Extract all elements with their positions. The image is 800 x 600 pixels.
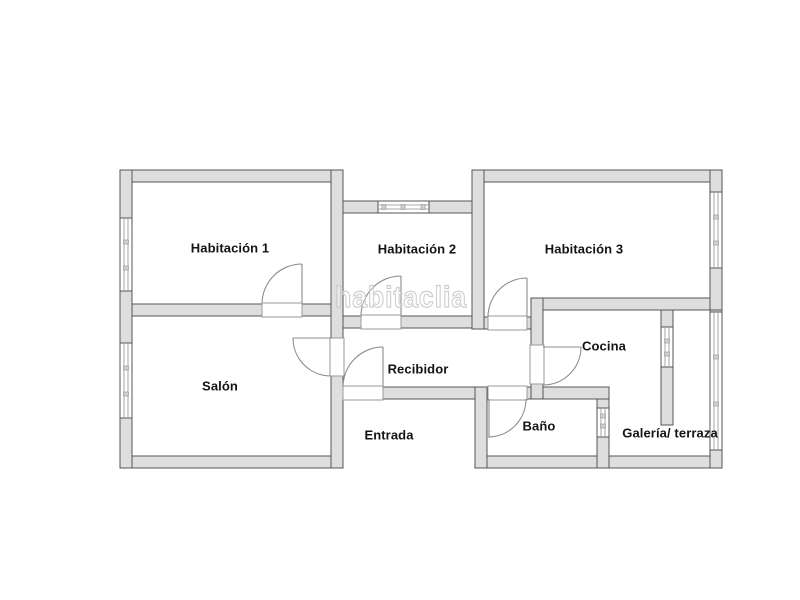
wall-bottom-left: [119, 455, 344, 469]
wall-habitacion-2-recibidor: [330, 315, 485, 329]
watermark-text: habitaclia: [335, 281, 467, 314]
window-bano: [596, 407, 610, 438]
wall-bano-left: [474, 386, 488, 469]
door-habitacion-2: [360, 275, 402, 317]
window-habitacion-3: [709, 191, 723, 269]
wall-central-spine: [330, 169, 344, 469]
door-habitacion-3: [487, 277, 528, 318]
room-label-recibidor: Recibidor: [387, 361, 449, 377]
door-salon: [292, 337, 332, 377]
wall-habitacion-1-salon: [119, 303, 344, 317]
door-entrada: [342, 346, 384, 388]
wall-top-habitacion-3: [471, 169, 723, 183]
opening-bano: [487, 385, 528, 401]
window-habitacion-1: [119, 217, 133, 292]
wall-left-outer: [119, 169, 133, 469]
doors: [261, 263, 582, 438]
window-galeria: [709, 311, 723, 451]
room-label-entrada: Entrada: [364, 427, 414, 443]
room-label-habitacion-1: Habitación 1: [190, 240, 270, 256]
opening-habitacion-2: [360, 314, 402, 330]
room-label-salon: Salón: [202, 378, 238, 394]
walls: [119, 169, 723, 469]
windows: [119, 191, 723, 451]
door-cocina: [542, 346, 582, 386]
opening-cocina: [529, 344, 545, 385]
opening-entrada: [342, 385, 384, 401]
room-label-habitacion-2: Habitación 2: [377, 241, 457, 257]
door-habitacion-1: [261, 263, 303, 305]
door-bano: [487, 398, 527, 438]
opening-habitacion-1: [261, 302, 303, 318]
wall-habitacion-2-3-divider: [471, 169, 485, 330]
window-cocina-galeria: [660, 326, 674, 368]
opening-habitacion-3: [487, 315, 528, 331]
door-openings: [261, 302, 545, 401]
room-label-cocina: Cocina: [582, 338, 626, 354]
wall-habitacion-3-cocina: [530, 297, 723, 311]
room-label-bano: Baño: [522, 418, 556, 434]
room-label-habitacion-3: Habitación 3: [544, 241, 624, 257]
window-habitacion-2: [377, 200, 430, 214]
room-label-galeria-terraza: Galería/ terraza: [622, 425, 718, 441]
opening-salon: [329, 337, 345, 377]
wall-top-habitacion-1: [119, 169, 344, 183]
window-salon: [119, 342, 133, 419]
